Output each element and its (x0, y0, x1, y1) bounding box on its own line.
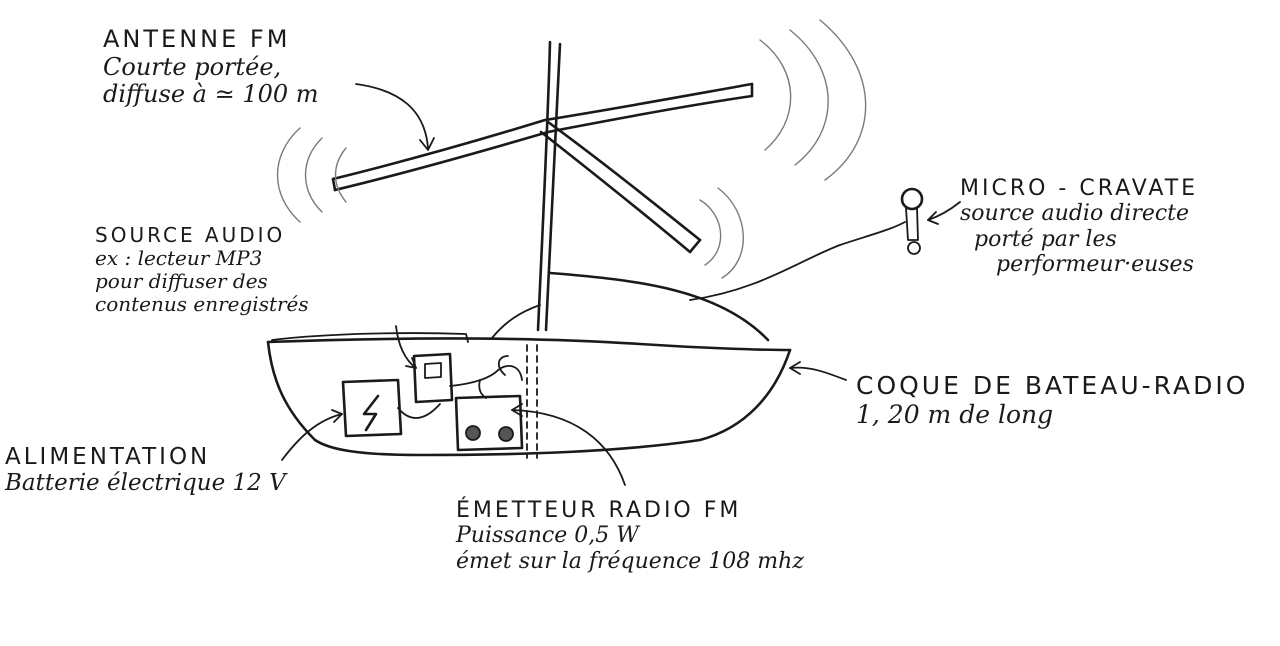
fm-transmitter-icon (454, 394, 524, 452)
source-title: SOURCE AUDIO (95, 223, 286, 247)
sail (491, 271, 770, 342)
micro-line-2: porté par les (974, 226, 1117, 252)
radio-waves (276, 19, 867, 279)
antenne-title: ANTENNE FM (103, 25, 291, 53)
antenna-fm (331, 82, 754, 254)
battery-icon (341, 378, 403, 438)
label-micro-cravate: MICRO - CRAVATE source audio directe por… (960, 176, 1198, 277)
coque-line-1: 1, 20 m de long (856, 399, 1054, 429)
antenne-line-1: Courte portée, (103, 52, 282, 81)
antenne-line-2: diffuse à ≃ 100 m (103, 80, 319, 109)
mp3-player-icon (412, 352, 454, 404)
alimentation-line-1: Batterie électrique 12 V (5, 470, 286, 497)
label-alimentation: ALIMENTATION Batterie électrique 12 V (5, 444, 286, 497)
emetteur-title: ÉMETTEUR RADIO FM (456, 498, 742, 523)
micro-line-3: performeur·euses (996, 251, 1194, 277)
label-source-audio: SOURCE AUDIO ex : lecteur MP3 pour diffu… (95, 224, 309, 316)
internal-wiring (397, 355, 523, 419)
alimentation-title: ALIMENTATION (5, 444, 211, 470)
label-coque: COQUE DE BATEAU-RADIO 1, 20 m de long (856, 371, 1249, 430)
boat-hull (266, 332, 792, 457)
emetteur-line-1: Puissance 0,5 W (456, 523, 639, 549)
mast (526, 40, 562, 459)
micro-cable (689, 221, 906, 301)
emetteur-line-2: émet sur la fréquence 108 mhz (456, 548, 804, 574)
micro-line-1: source audio directe (960, 201, 1190, 227)
lavalier-microphone-icon (900, 187, 924, 255)
coque-title: COQUE DE BATEAU-RADIO (856, 371, 1249, 400)
micro-title: MICRO - CRAVATE (960, 176, 1199, 201)
source-line-2: pour diffuser des (95, 269, 268, 293)
label-antenne-fm: ANTENNE FM Courte portée, diffuse à ≃ 10… (103, 25, 319, 109)
label-emetteur: ÉMETTEUR RADIO FM Puissance 0,5 W émet s… (456, 498, 804, 574)
source-line-3: contenus enregistrés (95, 292, 309, 316)
source-line-1: ex : lecteur MP3 (95, 246, 263, 270)
label-arrows (281, 83, 961, 486)
